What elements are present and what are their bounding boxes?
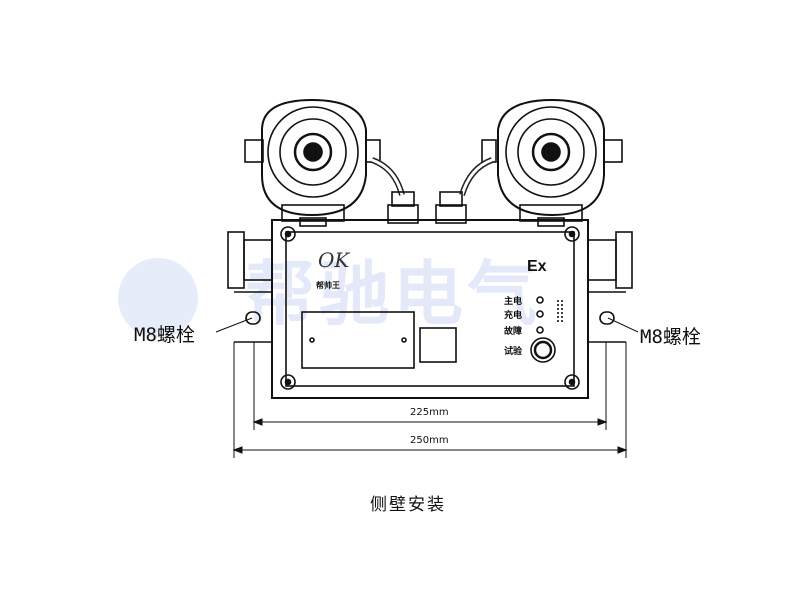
leader-lines bbox=[215, 317, 639, 333]
right-bolt-label: M8螺栓 bbox=[640, 326, 701, 348]
side-entries bbox=[227, 231, 633, 289]
flexible-conduit bbox=[370, 157, 494, 196]
dimension-225 bbox=[252, 342, 608, 430]
indicator-label-fault: 故障 bbox=[504, 327, 523, 337]
left-bolt-label: M8螺栓 bbox=[134, 324, 195, 346]
dimension-inner-label: 225mm bbox=[410, 407, 449, 418]
dimension-outer-label: 250mm bbox=[410, 435, 449, 446]
left-lamp-head bbox=[244, 98, 381, 227]
indicator-label-charge: 充电 bbox=[504, 311, 523, 321]
test-button-label: 试验 bbox=[504, 347, 523, 357]
watermark-logo bbox=[118, 258, 198, 338]
brand-sublabel: 帮帅王 bbox=[316, 281, 340, 290]
diagram-caption: 侧壁安装 bbox=[370, 495, 446, 515]
brand-logo: OK bbox=[318, 248, 350, 272]
indicator-label-main: 主电 bbox=[504, 297, 523, 307]
ex-mark: Ex bbox=[527, 258, 547, 275]
watermark-text: 帮驰电气 bbox=[245, 253, 541, 335]
cable-glands bbox=[387, 191, 467, 224]
right-lamp-head bbox=[481, 98, 623, 227]
mounting-brackets bbox=[234, 291, 626, 343]
dimension-250 bbox=[232, 342, 628, 458]
main-enclosure bbox=[271, 219, 589, 399]
